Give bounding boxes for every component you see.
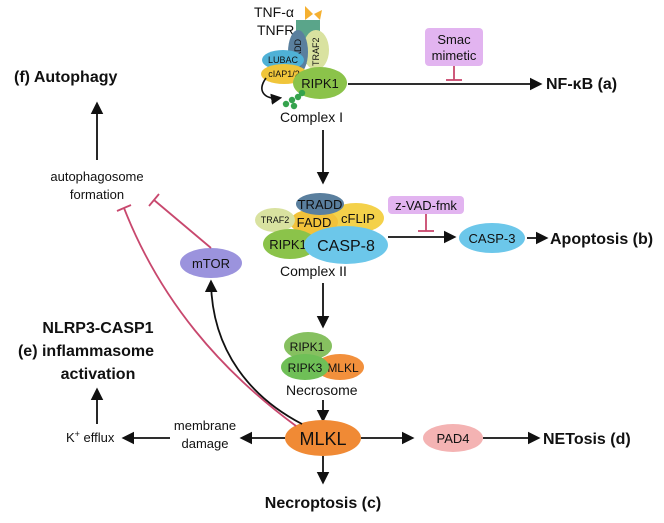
ubiquitin-chain-icon	[282, 89, 306, 110]
ciap-label: cIAP1/2	[268, 69, 300, 79]
pad4-label: PAD4	[437, 431, 470, 446]
membrane-line2: damage	[182, 436, 229, 451]
autophagosome-line2: formation	[70, 187, 124, 202]
casp3-label: CASP-3	[469, 231, 516, 246]
k-efflux-rest: efflux	[80, 430, 115, 445]
smac-line2: mimetic	[432, 48, 477, 63]
mlkl-main-label: MLKL	[299, 429, 346, 449]
necro-ripk3-blob	[281, 354, 329, 380]
mtor-label: mTOR	[192, 256, 230, 271]
inflammasome-line1: NLRP3-CASP1	[42, 320, 153, 337]
fadd-label: FADD	[297, 215, 332, 230]
tnf-ligand-icon-2	[314, 10, 322, 20]
complex-2-label: Complex II	[280, 263, 347, 279]
smac-line1: Smac	[437, 32, 471, 47]
complex-1-label: Complex I	[280, 109, 343, 125]
ripk1-2-label: RIPK1	[269, 237, 307, 252]
ripk1-blob	[293, 67, 347, 99]
necrosome-group: RIPK1 MLKL RIPK3 Necrosome	[281, 332, 364, 398]
smac-mimetic-box	[425, 28, 483, 66]
k-efflux-label: K+ efflux	[66, 429, 115, 445]
inflammasome-line2: (e) inflammasome	[18, 343, 154, 360]
inflammasome-line3: activation	[61, 366, 136, 383]
mlkl-to-mtor-arrow	[204, 279, 303, 425]
autophagosome-line1: autophagosome	[50, 169, 143, 184]
membrane-line1: membrane	[174, 418, 236, 433]
complex-1-group: TNF-α TNFR TRAF2 TRADD LUBAC cIAP1/2 RIP…	[254, 4, 347, 125]
k-efflux-main: K	[66, 430, 75, 445]
curved-arrow-icon	[261, 77, 283, 105]
necro-mlkl-label: MLKL	[327, 361, 359, 375]
tnfr-label: TNFR	[257, 22, 294, 38]
cflip-label: cFLIP	[341, 211, 375, 226]
necro-ripk1-blob	[284, 332, 332, 360]
mlkl-autophagy-inhibitor-curve	[123, 207, 297, 427]
casp8-blob	[304, 226, 388, 264]
necro-ripk1-label: RIPK1	[290, 340, 325, 354]
traf2-2-label: TRAF2	[261, 215, 290, 225]
mtor-blob	[180, 248, 242, 278]
tradd2-label: TRADD	[298, 197, 343, 212]
mtor-inhibitor-line	[153, 199, 212, 249]
traf2-label: TRAF2	[311, 37, 321, 66]
mtor-inhibitor-bar	[148, 193, 160, 207]
tnf-alpha-label: TNF-α	[254, 4, 294, 20]
necro-mlkl-blob	[316, 354, 364, 380]
traf2-2-blob	[255, 208, 295, 232]
mlkl-main-blob	[285, 420, 361, 456]
tnf-ligand-icon	[305, 6, 313, 20]
cflip-blob	[328, 203, 384, 233]
apoptosis-label: Apoptosis (b)	[550, 231, 653, 248]
traf2-blob	[303, 30, 329, 70]
necro-ripk3-label: RIPK3	[288, 361, 323, 375]
zvad-label: z-VAD-fmk	[395, 198, 457, 213]
pad4-blob	[423, 424, 483, 452]
ripk1-label: RIPK1	[301, 76, 339, 91]
casp3-blob	[459, 223, 525, 253]
lubac-label: LUBAC	[268, 55, 299, 65]
necrosome-label: Necrosome	[286, 382, 358, 398]
autophagy-label: (f) Autophagy	[14, 69, 117, 86]
netosis-label: NETosis (d)	[543, 431, 631, 448]
mlkl-autophagy-inhibitor-bar	[116, 204, 132, 212]
ripk1-2-blob	[263, 229, 317, 259]
k-efflux-sup: +	[75, 429, 80, 439]
tradd2-blob	[296, 193, 344, 215]
complex-2-group: cFLIP FADD TRADD TRAF2 RIPK1 CASP-8 Comp…	[255, 193, 388, 279]
nfkb-label: NF-κB (a)	[546, 76, 617, 93]
necroptosis-label: Necroptosis (c)	[265, 495, 381, 512]
casp8-label: CASP-8	[317, 238, 375, 255]
zvad-box	[388, 196, 464, 214]
